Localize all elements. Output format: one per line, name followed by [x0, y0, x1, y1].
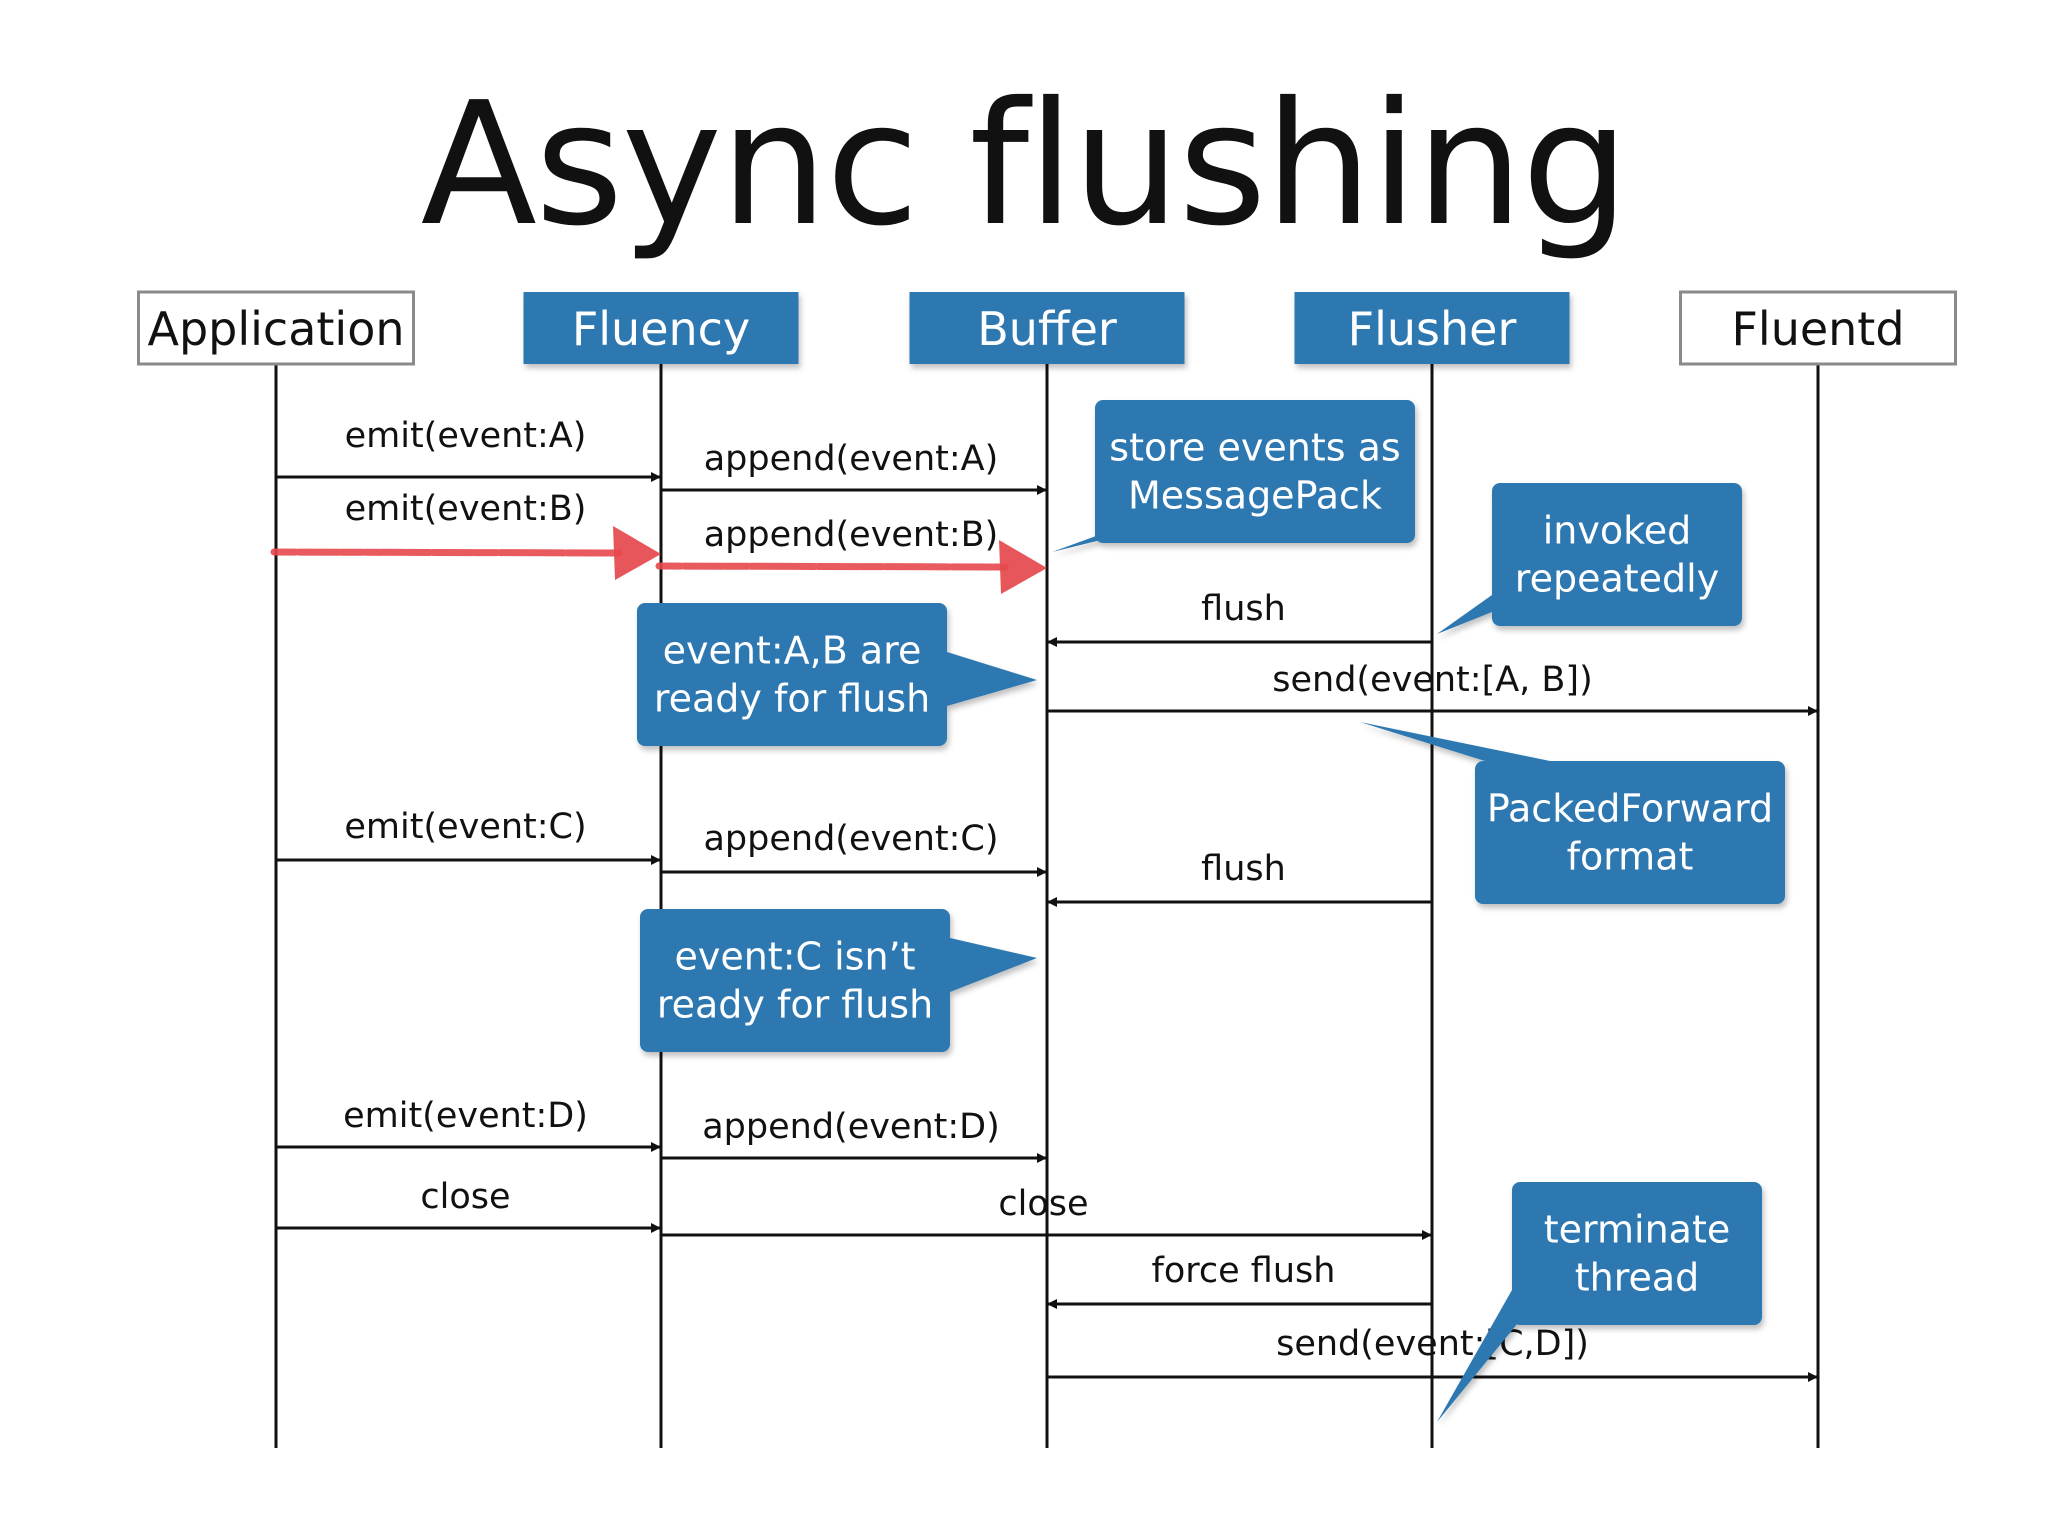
callout-box [1475, 761, 1785, 904]
callout-tail [1437, 595, 1492, 634]
callout-box [637, 603, 947, 746]
callout-box [640, 909, 950, 1052]
message-flush: flush [1047, 849, 1432, 907]
callout-text: thread [1575, 1256, 1700, 1300]
participant-label: Fluentd [1731, 302, 1904, 356]
participant-label: Application [147, 302, 404, 356]
participant-box [523, 292, 799, 364]
slide-title: Async flushing [420, 66, 1630, 264]
callout-text: PackedForward [1487, 787, 1773, 831]
highlight-arrow-head [613, 526, 661, 580]
callout-text: event:C isn’t [674, 935, 915, 979]
message-label: emit(event:D) [343, 1096, 588, 1136]
message-emit-event-d: emit(event:D) [276, 1096, 661, 1152]
message-label: force flush [1152, 1251, 1336, 1291]
highlight-arrow-shaft [655, 562, 1009, 571]
message-emit-event-c: emit(event:C) [276, 807, 661, 865]
callout-text: ready for flush [657, 983, 933, 1027]
callout-text: store events as [1109, 426, 1400, 470]
message-emit-event-a: emit(event:A) [276, 416, 661, 482]
participant-application: Application [137, 290, 415, 366]
message-label: append(event:A) [704, 439, 999, 479]
message-label: append(event:D) [702, 1107, 1000, 1147]
message-label: append(event:C) [703, 819, 998, 859]
participant-box [1294, 292, 1570, 364]
participant-buffer: Buffer [909, 292, 1185, 364]
message-flush: flush [1047, 589, 1432, 647]
callout-tail [950, 938, 1037, 992]
callout-text: event:A,B are [663, 629, 922, 673]
participant-box [1679, 290, 1957, 366]
callout-text: repeatedly [1515, 557, 1719, 601]
callout-tail [1360, 722, 1550, 761]
message-emit-event-b: emit(event:B) [270, 489, 661, 580]
participant-fluency: Fluency [523, 292, 799, 364]
message-append-event-b: append(event:B) [655, 515, 1047, 594]
callout-text: MessagePack [1128, 474, 1382, 518]
message-label: append(event:B) [704, 515, 999, 555]
message-send-event-c-d: send(event:[C,D]) [1047, 1324, 1818, 1382]
participant-box [137, 290, 415, 366]
message-label: emit(event:C) [344, 807, 586, 847]
message-append-event-d: append(event:D) [661, 1107, 1047, 1163]
message-label: send(event:[A, B]) [1272, 660, 1592, 700]
message-label: flush [1201, 589, 1286, 629]
callout-tail [947, 652, 1037, 706]
message-label: close [998, 1184, 1088, 1224]
highlight-arrow-head [999, 540, 1047, 594]
callout-text: invoked [1543, 509, 1692, 553]
participant-box [909, 292, 1185, 364]
message-close: close [661, 1184, 1432, 1240]
participants: Application Fluency Buffer Flusher Fluentd [137, 290, 1957, 366]
message-label: flush [1201, 849, 1286, 889]
callout-text: terminate [1544, 1208, 1730, 1252]
message-force-flush: force flush [1047, 1251, 1432, 1309]
callout-box [1512, 1182, 1762, 1325]
message-label: close [420, 1177, 510, 1217]
message-append-event-c: append(event:C) [661, 819, 1047, 877]
participant-fluentd: Fluentd [1679, 290, 1957, 366]
participant-label: Buffer [977, 302, 1117, 356]
callout-box [1492, 483, 1742, 626]
messages: emit(event:A) append(event:A) emit(event:B… [270, 416, 1818, 1382]
callout-text: format [1567, 835, 1694, 879]
message-label: send(event:[C,D]) [1276, 1324, 1589, 1364]
message-send-event-a-b: send(event:[A, B]) [1047, 660, 1818, 716]
message-close: close [276, 1177, 661, 1233]
callouts: store events asMessagePackinvokedrepeate… [637, 400, 1785, 1422]
message-label: emit(event:B) [345, 489, 587, 529]
highlight-arrow-shaft [270, 548, 623, 557]
message-label: emit(event:A) [345, 416, 587, 456]
message-append-event-a: append(event:A) [661, 439, 1047, 495]
callout-box [1095, 400, 1415, 543]
participant-label: Flusher [1348, 302, 1517, 356]
participant-label: Fluency [572, 302, 750, 356]
participant-flusher: Flusher [1294, 292, 1570, 364]
callout-text: ready for flush [654, 677, 930, 721]
